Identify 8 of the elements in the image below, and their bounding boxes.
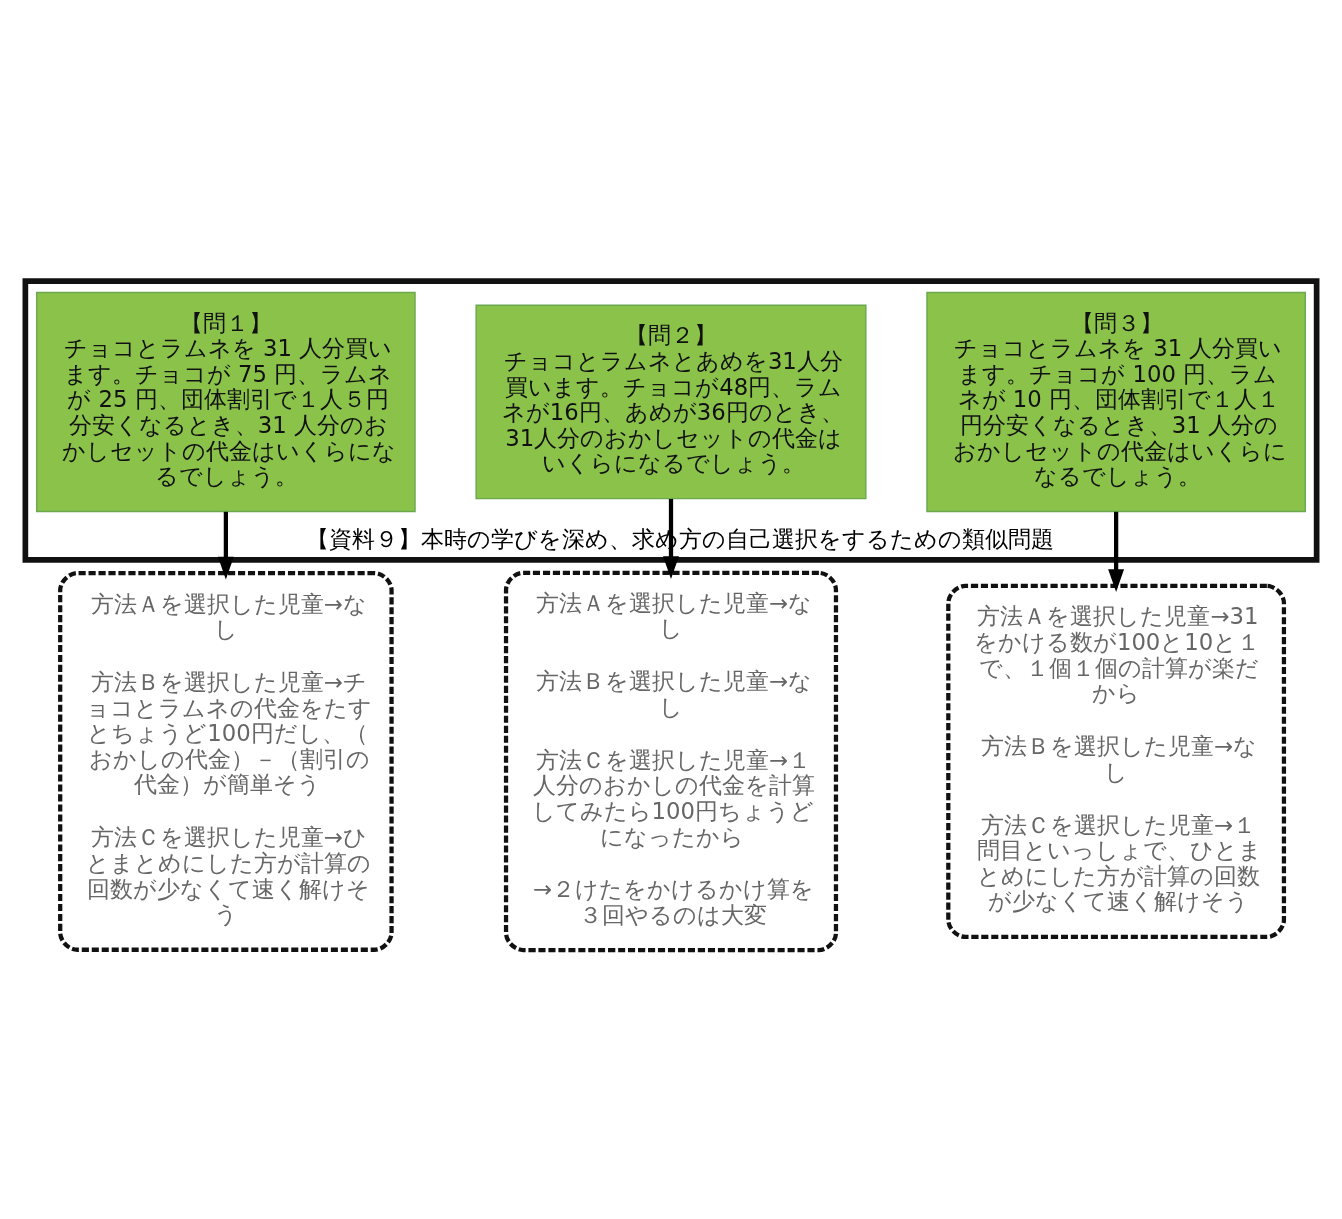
node-box: 【問２】 チョコとラムネとあめを31人分買います。チョコが48円、ラムネが16円、あめが36円のとき、31人分のおかしセットの代金はいくらになるでしょう。: [475, 304, 867, 499]
node-box: 方法Ａを選択した児童→31をかける数が100と10と１で、１個１個の計算が楽だから 方法Ｂを選択した児童→なし 方法Ｃを選択した児童→１問目といっしょで、ひとまとめにした方が計算の回数が少なくて速く解けそう: [946, 583, 1287, 939]
node-box: 【問１】 チョコとラムネを 31 人分買います。チョコが 75 円、ラムネが 25 円、団体割引で１人５円分安くなるとき、31 人分のおかしセットの代金はいくらになるでしょう。: [36, 291, 416, 512]
node-box: 方法Ａを選択した児童→なし 方法Ｂを選択した児童→なし 方法Ｃを選択した児童→１人分のおかしの代金を計算してみたら100円ちょうどになったから →２けたをかけるかけ算を３回やるのは大変: [503, 570, 839, 952]
node-box: 【問３】 チョコとラムネを 31 人分買います。チョコが 100 円、ラムネが 10 円、団体割引で１人１円分安くなるとき、31 人分のおかしセットの代金はいくらになるでしょう。: [926, 291, 1306, 512]
node-box: 方法Ａを選択した児童→なし 方法Ｂを選択した児童→チョコとラムネの代金をたすとちょうど100円だし、（おかしの代金）－（割引の代金）が簡単そう 方法Ｃを選択した児童→ひとまとめにした方が計算の回数が少なくて速く解けそう: [58, 570, 394, 952]
arrow: [1108, 511, 1125, 592]
arrow: [217, 511, 234, 579]
